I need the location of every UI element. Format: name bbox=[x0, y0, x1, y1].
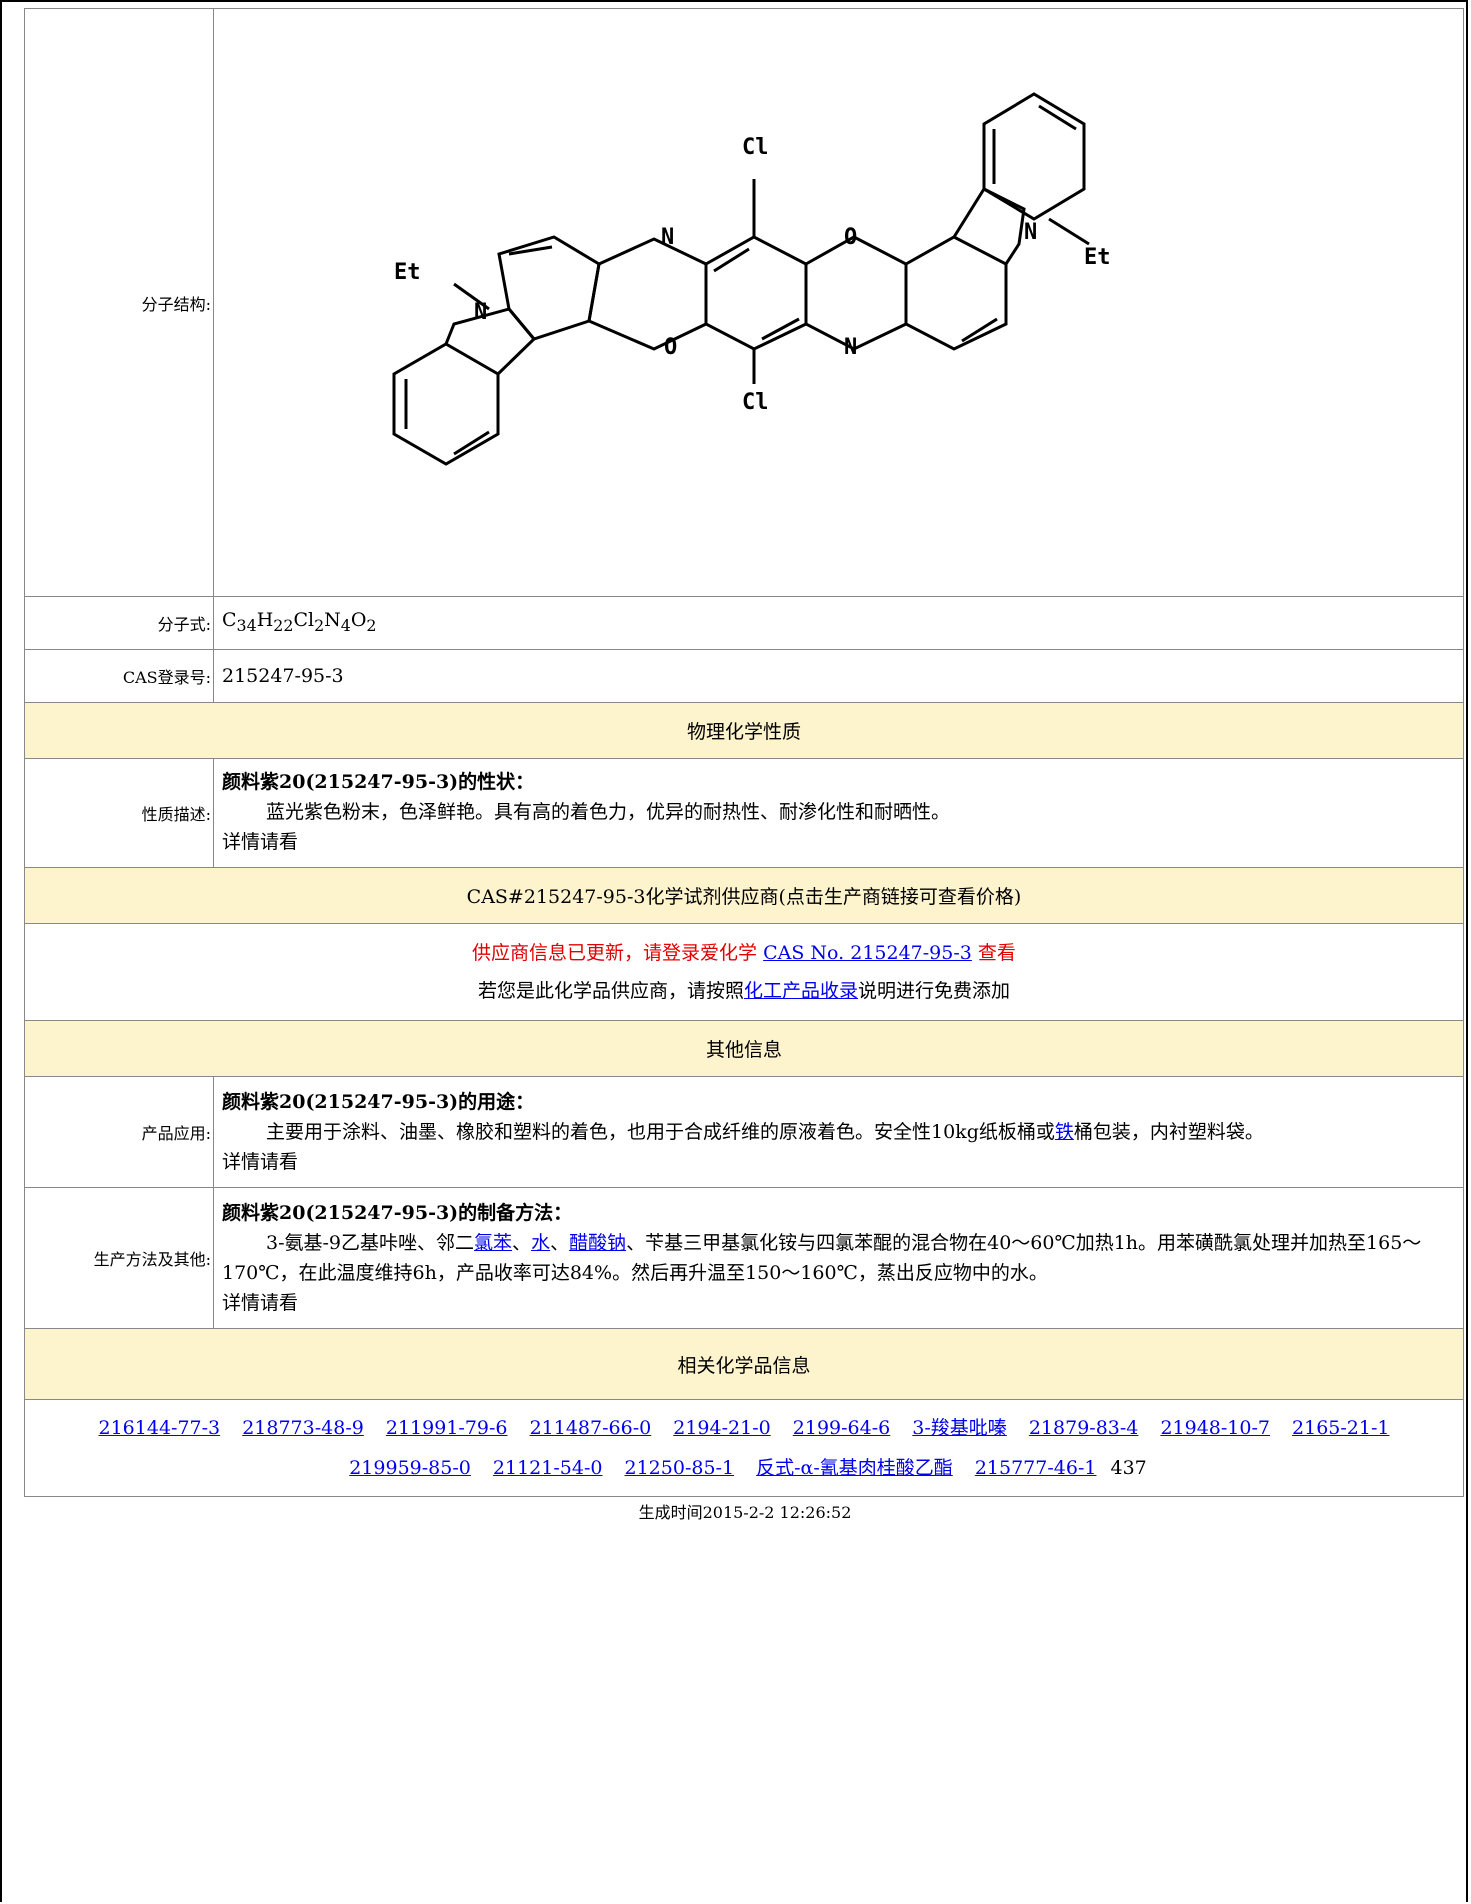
cas-no-link[interactable]: CAS No. 215247-95-3 bbox=[763, 942, 972, 964]
atom-et-left: Et bbox=[394, 260, 421, 285]
atom-cl-top: Cl bbox=[742, 135, 769, 160]
section-suppliers: CAS#215247-95-3化学试剂供应商(点击生产商链接可查看价格) bbox=[24, 867, 1464, 924]
section-physchem: 物理化学性质 bbox=[24, 702, 1464, 759]
formula-label: 分子式: bbox=[24, 596, 214, 650]
section-related: 相关化学品信息 bbox=[24, 1328, 1464, 1400]
molecule-structure: Cl Cl N N O O N N Et Et bbox=[392, 92, 1111, 466]
related-link[interactable]: 2199-64-6 bbox=[792, 1417, 891, 1439]
properties-more: 详情请看 bbox=[222, 831, 299, 853]
structure-row: 分子结构: bbox=[24, 8, 1464, 597]
usage-cell: 颜料紫20(215247-95-3)的用途： 主要用于涂料、油墨、橡胶和塑料的着… bbox=[213, 1076, 1464, 1188]
usage-more: 详情请看 bbox=[222, 1151, 299, 1173]
cas-label: CAS登录号: bbox=[24, 649, 214, 703]
properties-cell: 颜料紫20(215247-95-3)的性状： 蓝光紫色粉末，色泽鲜艳。具有高的着… bbox=[213, 758, 1464, 868]
production-title: 颜料紫20(215247-95-3)的制备方法： bbox=[222, 1202, 573, 1224]
related-link[interactable]: 216144-77-3 bbox=[98, 1417, 221, 1439]
info-table: 分子结构: bbox=[24, 8, 1464, 1497]
related-link[interactable]: 215777-46-1 bbox=[974, 1457, 1097, 1479]
supplier-row: 供应商信息已更新，请登录爱化学 CAS No. 215247-95-3 查看 若… bbox=[24, 923, 1464, 1021]
atom-et-right: Et bbox=[1084, 245, 1111, 270]
related-link[interactable]: 211991-79-6 bbox=[385, 1417, 508, 1439]
product-listing-link[interactable]: 化工产品收录 bbox=[743, 980, 858, 1002]
formula-value: C34H22Cl2N4O2 bbox=[213, 596, 1464, 650]
related-link[interactable]: 219959-85-0 bbox=[349, 1457, 471, 1479]
usage-row: 产品应用: 颜料紫20(215247-95-3)的用途： 主要用于涂料、油墨、橡… bbox=[24, 1076, 1464, 1188]
related-link[interactable]: 211487-66-0 bbox=[529, 1417, 652, 1439]
supplier-cell: 供应商信息已更新，请登录爱化学 CAS No. 215247-95-3 查看 若… bbox=[24, 923, 1464, 1021]
production-label: 生产方法及其他: bbox=[24, 1187, 214, 1329]
related-link[interactable]: 3-羧基吡嗪 bbox=[912, 1417, 1007, 1439]
iron-link[interactable]: 铁 bbox=[1054, 1121, 1074, 1143]
water-link[interactable]: 水 bbox=[531, 1232, 551, 1254]
related-links: 216144-77-3 218773-48-9 211991-79-6 2114… bbox=[24, 1399, 1464, 1497]
structure-label: 分子结构: bbox=[24, 8, 214, 597]
atom-n-right: N bbox=[1024, 220, 1037, 245]
properties-row: 性质描述: 颜料紫20(215247-95-3)的性状： 蓝光紫色粉末，色泽鲜艳… bbox=[24, 758, 1464, 868]
related-count: 437 bbox=[1110, 1457, 1147, 1479]
sodium-acetate-link[interactable]: 醋酸钠 bbox=[569, 1232, 627, 1254]
properties-title: 颜料紫20(215247-95-3)的性状： bbox=[222, 771, 535, 793]
related-link[interactable]: 218773-48-9 bbox=[242, 1417, 364, 1439]
related-link[interactable]: 21879-83-4 bbox=[1028, 1417, 1139, 1439]
production-row: 生产方法及其他: 颜料紫20(215247-95-3)的制备方法： 3-氨基-9… bbox=[24, 1187, 1464, 1329]
usage-text: 主要用于涂料、油墨、橡胶和塑料的着色，也用于合成纤维的原液着色。安全性10kg纸… bbox=[266, 1121, 1264, 1143]
related-link[interactable]: 21121-54-0 bbox=[492, 1457, 603, 1479]
related-link[interactable]: 反式-α-氰基肉桂酸乙酯 bbox=[756, 1457, 953, 1479]
supplier-view: 查看 bbox=[977, 942, 1016, 964]
atom-n-left: N bbox=[474, 300, 487, 325]
atom-o-bottom: O bbox=[664, 335, 677, 360]
atom-n-top: N bbox=[661, 225, 674, 250]
atom-cl-bottom: Cl bbox=[742, 390, 769, 415]
section-other: 其他信息 bbox=[24, 1020, 1464, 1077]
related-row: 216144-77-3 218773-48-9 211991-79-6 2114… bbox=[24, 1399, 1464, 1497]
production-more: 详情请看 bbox=[222, 1292, 299, 1314]
related-link[interactable]: 21250-85-1 bbox=[624, 1457, 735, 1479]
production-text: 3-氨基-9乙基咔唑、邻二氯苯、水、醋酸钠、苄基三甲基氯化铵与四氯苯醌的混合物在… bbox=[222, 1232, 1422, 1284]
supplier-notice: 供应商信息已更新，请登录爱化学 bbox=[472, 942, 758, 964]
properties-label: 性质描述: bbox=[24, 758, 214, 868]
atom-o-top: O bbox=[844, 225, 857, 250]
cas-value: 215247-95-3 bbox=[213, 649, 1464, 703]
properties-text: 蓝光紫色粉末，色泽鲜艳。具有高的着色力，优异的耐热性、耐渗化性和耐晒性。 bbox=[266, 801, 951, 823]
related-link[interactable]: 2194-21-0 bbox=[673, 1417, 771, 1439]
structure-cell: Cl Cl N N O O N N Et Et bbox=[213, 8, 1464, 597]
production-cell: 颜料紫20(215247-95-3)的制备方法： 3-氨基-9乙基咔唑、邻二氯苯… bbox=[213, 1187, 1464, 1329]
related-link[interactable]: 2165-21-1 bbox=[1292, 1417, 1390, 1439]
atom-n-bottom: N bbox=[844, 335, 857, 360]
generated-time: 生成时间2015-2-2 12:26:52 bbox=[638, 1503, 852, 1522]
cas-row: CAS登录号: 215247-95-3 bbox=[24, 649, 1464, 703]
related-link[interactable]: 21948-10-7 bbox=[1160, 1417, 1270, 1439]
formula-row: 分子式: C34H22Cl2N4O2 bbox=[24, 596, 1464, 650]
chlorobenzene-link[interactable]: 氯苯 bbox=[474, 1232, 513, 1254]
usage-label: 产品应用: bbox=[24, 1076, 214, 1188]
usage-title: 颜料紫20(215247-95-3)的用途： bbox=[222, 1091, 535, 1113]
